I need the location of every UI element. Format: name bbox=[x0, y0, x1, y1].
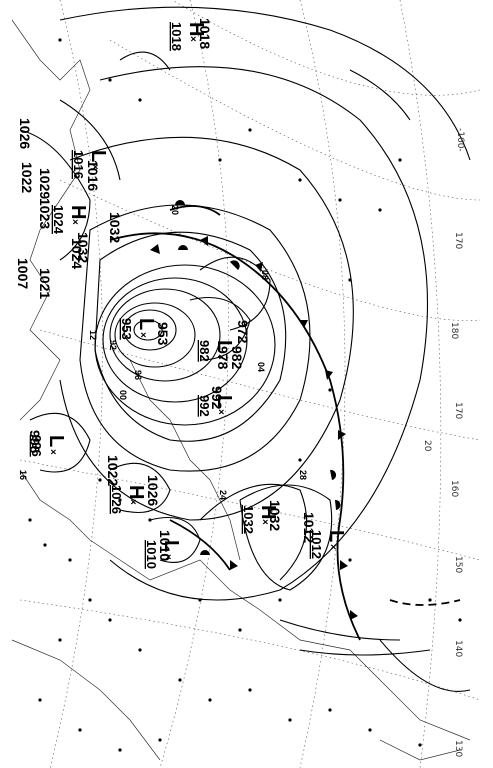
isobar-label: 92 bbox=[108, 340, 118, 350]
front-symbols bbox=[150, 200, 358, 620]
isobars bbox=[19, 6, 471, 692]
center-marker: × bbox=[215, 354, 226, 360]
isobar-label: 12 bbox=[88, 330, 98, 340]
center-symbol: H bbox=[67, 205, 89, 219]
isobar-label: 1022 bbox=[105, 455, 121, 486]
center-marker: × bbox=[137, 332, 148, 338]
longitude-label: 170 bbox=[453, 402, 463, 419]
isobar-label: 1023 bbox=[37, 198, 53, 229]
pressure-centers: L×953L×982L×992L×996L×1010H×1032H×1026L×… bbox=[29, 22, 347, 569]
isobar-label: 996 bbox=[27, 430, 43, 454]
center-marker: × bbox=[89, 164, 100, 170]
longitude-label: -160- bbox=[455, 128, 465, 152]
center-symbol: H bbox=[257, 505, 279, 519]
pressure-center-low: L ×982 bbox=[197, 340, 235, 362]
longitude-label: 20 bbox=[422, 440, 432, 452]
center-symbol: H bbox=[185, 22, 207, 36]
longitude-label: 130 bbox=[453, 740, 463, 757]
isobar-label: 1016 bbox=[85, 160, 101, 191]
longitude-label: 140 bbox=[453, 640, 463, 657]
center-value: 996 bbox=[29, 435, 44, 457]
center-marker: × bbox=[47, 449, 58, 455]
isobar-label: 28 bbox=[298, 470, 308, 480]
center-value: 992 bbox=[197, 395, 212, 417]
center-symbol: L bbox=[160, 540, 182, 552]
isobar-label: 953 bbox=[155, 322, 171, 346]
isobar-label: 00 bbox=[118, 390, 128, 400]
pressure-center-high: H×1024 bbox=[51, 205, 89, 235]
isobar-label: 24 bbox=[218, 490, 228, 500]
isobar-label: 978 bbox=[215, 346, 231, 370]
center-value: 953 bbox=[119, 318, 134, 340]
center-value: 1032 bbox=[241, 505, 256, 534]
isobar-label: 1032 bbox=[267, 500, 283, 531]
center-marker: × bbox=[259, 519, 270, 525]
pressure-center-high: H×1026 bbox=[109, 485, 147, 514]
center-symbol: L bbox=[135, 318, 157, 330]
center-marker: × bbox=[162, 554, 173, 560]
isobar-label: 08 bbox=[260, 270, 270, 280]
isobar-label: 1026 bbox=[145, 475, 161, 506]
isobar-label: 1012 bbox=[301, 512, 317, 543]
grid-labels: -160- 170 180 170 160 150 140 130 20 bbox=[422, 128, 465, 757]
center-value: 1018 bbox=[169, 22, 184, 51]
center-value: 1010 bbox=[144, 540, 159, 569]
isobar-label: 04 bbox=[256, 362, 266, 372]
isobar-label: 1018 bbox=[197, 18, 213, 49]
isobar-label: 1026 bbox=[17, 118, 33, 149]
center-symbol: L bbox=[213, 395, 235, 407]
pressure-center-low: L ×1012 bbox=[309, 530, 347, 559]
pressure-center-low: L ×996 bbox=[29, 435, 67, 457]
center-marker: × bbox=[187, 36, 198, 42]
center-value: 982 bbox=[197, 340, 212, 362]
isobar-label: 1010 bbox=[157, 530, 173, 561]
isobar-label: 1032 bbox=[75, 232, 91, 263]
pressure-center-high: H×1032 bbox=[241, 505, 279, 534]
center-marker: × bbox=[215, 409, 226, 415]
isobar-label: 20 bbox=[170, 205, 180, 215]
isobar-label: 1024 bbox=[69, 238, 85, 269]
isobar-label: 16 bbox=[18, 470, 28, 480]
pressure-center-low: L ×1010 bbox=[144, 540, 182, 569]
center-symbol: L bbox=[325, 530, 347, 542]
longitude-label: 180 bbox=[449, 322, 459, 339]
pressure-center-low: L ×953 bbox=[119, 318, 157, 340]
pressure-center-high: H×1018 bbox=[169, 22, 207, 51]
isobar-label: 992 bbox=[209, 386, 225, 410]
coastlines bbox=[11, 19, 471, 761]
isobar-label: 1007 bbox=[15, 258, 31, 289]
longitude-label: 160 bbox=[449, 480, 459, 497]
center-value: 1012 bbox=[309, 530, 324, 559]
isobar-label: 972 bbox=[235, 320, 251, 344]
isobar-label: 1029 bbox=[37, 168, 53, 199]
pressure-center-low: L ×1016 bbox=[71, 150, 109, 179]
center-symbol: L bbox=[45, 435, 67, 447]
center-symbol: H bbox=[125, 485, 147, 499]
center-marker: × bbox=[127, 499, 138, 505]
isobar-label: 1022 bbox=[19, 162, 35, 193]
pressure-center-low: L ×992 bbox=[197, 395, 235, 417]
isobar-label: 96 bbox=[133, 370, 143, 380]
center-value: 1024 bbox=[51, 205, 66, 235]
center-value: 1016 bbox=[71, 150, 86, 179]
center-value: 1026 bbox=[109, 485, 124, 514]
center-symbol: L bbox=[213, 340, 235, 352]
longitude-label: 150 bbox=[453, 556, 463, 573]
isobar-label: 1021 bbox=[37, 268, 53, 299]
longitude-label: 170 bbox=[453, 232, 463, 249]
isobar-label: 1032 bbox=[107, 212, 123, 243]
graticule bbox=[19, 0, 481, 768]
center-marker: × bbox=[327, 544, 338, 550]
isobar-label: 982 bbox=[229, 346, 245, 370]
center-symbol: L bbox=[87, 150, 109, 162]
center-marker: × bbox=[69, 219, 80, 225]
